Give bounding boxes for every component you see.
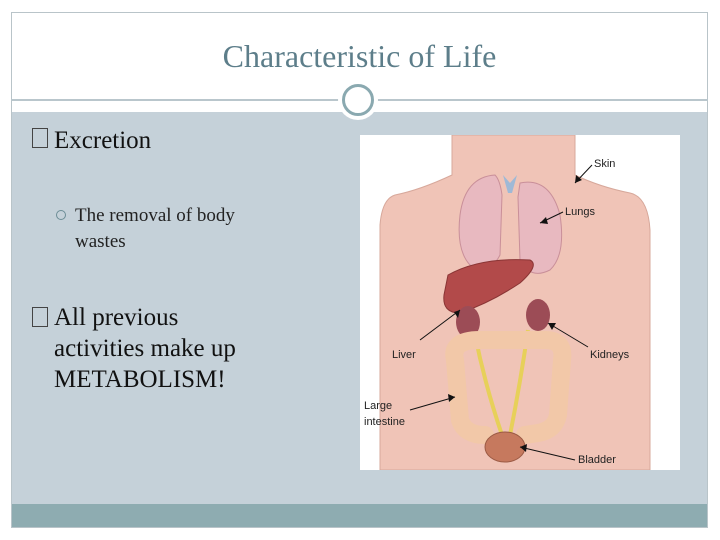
right-kidney xyxy=(526,299,550,331)
slide-title: Characteristic of Life xyxy=(222,38,497,74)
bullet-metabolism: All previous activities make up METABOLI… xyxy=(32,302,292,395)
bullet-metabolism-line-1: All previous xyxy=(54,304,179,331)
label-liver: Liver xyxy=(392,349,416,361)
label-skin: Skin xyxy=(594,158,615,170)
kidneys-arrow xyxy=(547,322,589,348)
sub-bullet-line-1: The removal of body xyxy=(75,205,235,226)
label-large-intestine-2: intestine xyxy=(364,416,405,428)
divider-ring-icon xyxy=(342,84,374,116)
bladder-arrowhead xyxy=(520,444,527,452)
large-intestine-arrow xyxy=(409,396,456,411)
label-kidneys: Kidneys xyxy=(590,349,630,361)
left-kidney xyxy=(456,306,480,338)
kidneys-arrowhead xyxy=(548,323,556,330)
sub-bullet-line-2: wastes xyxy=(75,231,126,252)
footer-bar xyxy=(12,504,707,527)
bullet-box-icon xyxy=(32,307,48,327)
liver-arrowhead xyxy=(454,310,460,318)
liver-arrow xyxy=(419,309,461,341)
bullet-metabolism-line-3: METABOLISM! xyxy=(54,366,226,393)
bladder-arrow xyxy=(519,446,576,461)
bullet-excretion-text: Excretion xyxy=(54,127,152,154)
excretory-organs-figure: Skin Lungs Liver Kidneys Large intestine… xyxy=(360,134,680,471)
large-intestine xyxy=(445,331,572,444)
lungs-arrowhead xyxy=(540,217,548,224)
trachea xyxy=(503,175,517,193)
liver xyxy=(443,259,534,314)
left-lung xyxy=(458,174,503,269)
large-intestine-arrowhead xyxy=(448,394,455,402)
bullet-metabolism-line-2: activities make up xyxy=(54,335,236,362)
anatomy-illustration: Skin Lungs Liver Kidneys Large intestine… xyxy=(364,134,651,471)
sub-bullet: The removal of body wastes xyxy=(56,203,296,255)
bladder xyxy=(484,431,526,463)
skin-arrowhead xyxy=(575,175,582,183)
label-large-intestine-1: Large xyxy=(364,400,392,412)
label-lungs: Lungs xyxy=(565,206,595,218)
bullet-box-icon xyxy=(32,128,48,148)
sub-bullet-circle-icon xyxy=(56,210,66,220)
label-bladder: Bladder xyxy=(578,454,616,466)
bullet-excretion: Excretion xyxy=(32,127,151,155)
